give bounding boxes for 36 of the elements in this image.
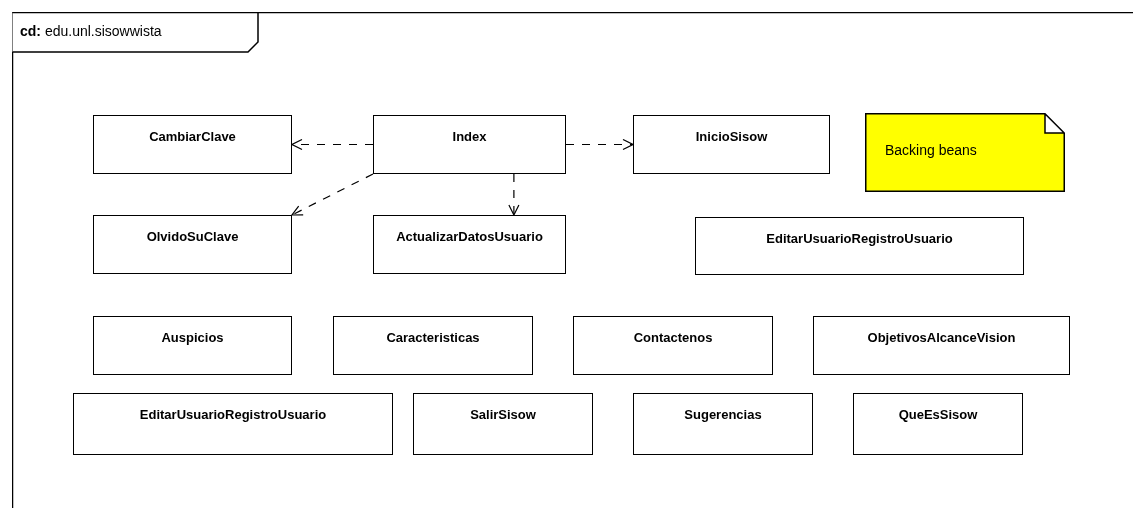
class-box — [373, 115, 566, 174]
note — [865, 113, 1065, 192]
class-box — [93, 215, 292, 274]
class-name: EditarUsuarioRegistroUsuario — [765, 231, 954, 246]
class-name: SalirSisow — [469, 407, 537, 422]
class-box — [633, 393, 813, 455]
class-name: ObjetivosAlcanceVision — [866, 330, 1017, 345]
note-text: Backing beans — [885, 142, 977, 158]
class-name: ActualizarDatosUsuario — [395, 229, 544, 244]
class-name: InicioSisow — [694, 129, 769, 144]
class-box — [633, 115, 830, 174]
class-box — [93, 115, 292, 174]
class-name: Contactenos — [632, 330, 714, 345]
class-box — [853, 393, 1023, 455]
class-box — [813, 316, 1070, 375]
class-name: Auspicios — [160, 330, 225, 345]
dependency-arrow — [291, 173, 374, 216]
class-box — [695, 217, 1024, 275]
class-box — [333, 316, 533, 375]
diagram-frame — [12, 12, 1133, 508]
class-name: Index — [451, 129, 488, 144]
class-box — [73, 393, 393, 455]
frame-title: cd: edu.unl.sisowwista — [20, 23, 162, 39]
class-name: Sugerencias — [683, 407, 763, 422]
dependency-arrow — [565, 138, 634, 151]
class-name: Caracteristicas — [385, 330, 481, 345]
dependency-arrow — [291, 138, 374, 151]
class-name: EditarUsuarioRegistroUsuario — [138, 407, 328, 422]
class-box — [93, 316, 292, 375]
dependency-arrow — [508, 173, 520, 216]
class-name: OlvidoSuClave — [145, 229, 240, 244]
class-box — [413, 393, 593, 455]
class-box — [573, 316, 773, 375]
class-name: QueEsSisow — [897, 407, 979, 422]
class-box — [373, 215, 566, 274]
class-name: CambiarClave — [148, 129, 237, 144]
